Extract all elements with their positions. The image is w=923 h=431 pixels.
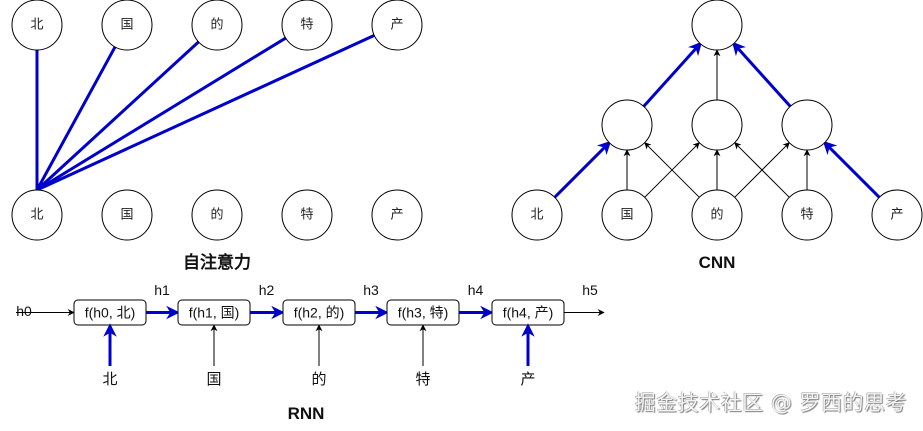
rnn-input-token: 北 — [102, 370, 117, 388]
node-circle — [511, 189, 563, 241]
node-circle — [281, 0, 333, 51]
self-attention-diagram: 北国的特产北国的特产 自注意力 — [11, 0, 423, 272]
node-circle — [191, 0, 243, 51]
node-label: 的 — [210, 207, 223, 223]
cnn-title: CNN — [699, 253, 736, 272]
self-attention-nodes: 北国的特产北国的特产 — [11, 0, 423, 241]
cnn-edge — [734, 142, 790, 198]
node-label: 特 — [300, 18, 313, 33]
rnn-hidden-state-label: h3 — [363, 282, 379, 298]
attention-bottom-node: 北 — [11, 189, 63, 241]
node-label: 国 — [120, 208, 133, 223]
node-circle — [371, 0, 423, 51]
rnn-cell: f(h3, 特) h4 特 — [386, 282, 494, 388]
rnn-cell: f(h1, 国) h2 国 — [177, 282, 285, 388]
node-circle — [101, 189, 153, 241]
attention-top-node: 北 — [11, 0, 63, 51]
cnn-hidden-node — [601, 99, 653, 151]
attention-bottom-node: 国 — [101, 189, 153, 241]
rnn-input-token: 国 — [206, 370, 221, 388]
cnn-hidden-node — [781, 99, 833, 151]
attention-bottom-node: 的 — [191, 189, 243, 241]
rnn-cell-label: f(h4, 产) — [503, 305, 554, 321]
node-circle — [871, 189, 923, 241]
node-circle — [691, 0, 743, 51]
cnn-input-node: 特 — [781, 189, 833, 241]
node-label: 特 — [300, 208, 313, 223]
watermark: 掘金技术社区 @ 罗西的思考 — [634, 391, 907, 415]
node-circle — [691, 99, 743, 151]
rnn-initial-state-label: h0 — [16, 303, 32, 319]
cnn-hidden-node — [691, 99, 743, 151]
attention-edge — [36, 34, 375, 192]
self-attention-title: 自注意力 — [183, 252, 251, 272]
rnn-hidden-state-label: h1 — [154, 282, 170, 298]
attention-bottom-node: 产 — [371, 189, 423, 241]
rnn-cell-label: f(h0, 北) — [85, 305, 136, 321]
cnn-edge-highlight — [642, 41, 703, 108]
node-circle — [11, 0, 63, 51]
rnn-diagram: h0 f(h0, 北) h1 北 f(h1, 国) h2 国 f(h2, 的) h3 的 f(h3… — [16, 282, 605, 423]
rnn-input-token: 产 — [520, 370, 535, 388]
node-label: 产 — [890, 208, 903, 223]
rnn-input-token: 特 — [415, 370, 430, 388]
rnn-cell: f(h0, 北) h1 北 — [73, 282, 180, 388]
rnn-cell-label: f(h1, 国) — [189, 305, 240, 321]
rnn-hidden-state-label: h5 — [582, 282, 598, 298]
cnn-input-node: 国 — [601, 189, 653, 241]
attention-top-node: 特 — [281, 0, 333, 51]
rnn-cell: f(h4, 产) h5 产 — [491, 282, 605, 388]
attention-top-node: 国 — [101, 0, 153, 51]
node-label: 的 — [710, 207, 723, 223]
node-circle — [11, 189, 63, 241]
node-circle — [371, 189, 423, 241]
node-circle — [601, 99, 653, 151]
cnn-input-node: 产 — [871, 189, 923, 241]
node-circle — [781, 189, 833, 241]
attention-top-node: 的 — [191, 0, 243, 51]
node-circle — [191, 189, 243, 241]
self-attention-edges — [35, 34, 375, 192]
cnn-nodes: 北国的特产 — [511, 0, 923, 241]
attention-edge — [35, 40, 200, 192]
cnn-output-node — [691, 0, 743, 51]
node-label: 国 — [620, 208, 633, 223]
node-label: 的 — [210, 17, 223, 33]
node-label: 产 — [390, 18, 403, 33]
rnn-hidden-state-label: h2 — [259, 282, 275, 298]
node-circle — [281, 189, 333, 241]
node-circle — [781, 99, 833, 151]
node-label: 产 — [390, 208, 403, 223]
rnn-cell: f(h2, 的) h3 的 — [282, 282, 389, 388]
cnn-edge-highlight — [731, 41, 792, 108]
node-circle — [691, 189, 743, 241]
cnn-edge-highlight — [822, 140, 881, 199]
cnn-edge-highlight — [553, 140, 612, 199]
node-label: 特 — [800, 208, 813, 223]
node-label: 北 — [30, 18, 43, 33]
attention-top-node: 产 — [371, 0, 423, 51]
rnn-title: RNN — [288, 404, 325, 423]
attention-edge — [35, 46, 117, 191]
node-circle — [601, 189, 653, 241]
node-label: 北 — [530, 208, 543, 223]
rnn-cell-label: f(h2, 的) — [294, 305, 345, 321]
cnn-diagram: 北 国 的 特 产 CNN — [511, 0, 923, 272]
rnn-cells: f(h0, 北) h1 北 f(h1, 国) h2 国 f(h2, 的) h3 的 f(h3, 特… — [16, 282, 605, 388]
attention-edge — [36, 36, 287, 192]
cnn-input-node: 北 — [511, 189, 563, 241]
rnn-input-token: 的 — [311, 370, 326, 388]
rnn-hidden-state-label: h4 — [468, 282, 484, 298]
attention-bottom-node: 特 — [281, 189, 333, 241]
node-label: 国 — [120, 18, 133, 33]
node-circle — [101, 0, 153, 51]
cnn-edge — [644, 142, 700, 198]
rnn-cell-label: f(h3, 特) — [398, 305, 449, 321]
cnn-edges — [553, 41, 881, 199]
node-label: 北 — [30, 208, 43, 223]
cnn-input-node: 的 — [691, 189, 743, 241]
